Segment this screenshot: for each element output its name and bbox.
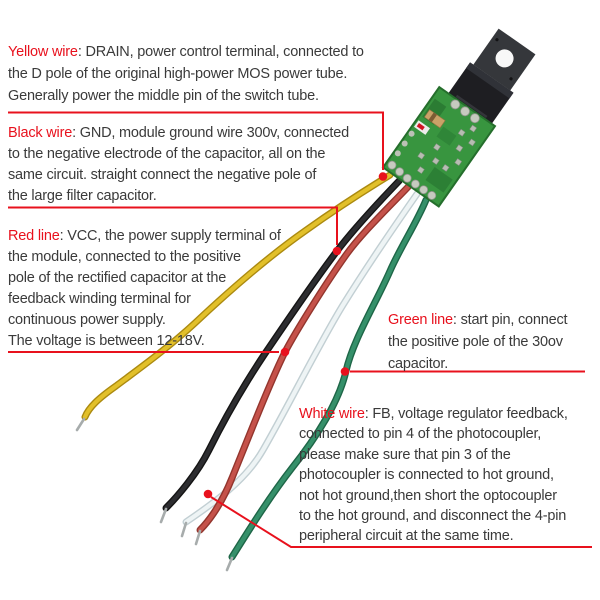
annotation-text-line: feedback winding terminal for xyxy=(8,291,191,307)
wire-solder-joint xyxy=(411,179,420,189)
pcb-trace-patch xyxy=(436,126,457,146)
annotation-text-line: the large filter capacitor. xyxy=(8,188,157,204)
wire-solder-joint xyxy=(402,173,412,183)
annotation-text-line: continuous power supply. xyxy=(8,312,166,328)
yellow-wire-core xyxy=(82,172,393,420)
annotation-text: : VCC, the power supply terminal of xyxy=(59,228,281,244)
annotation-white-wire: White wire: FB, voltage regulator feedba… xyxy=(299,404,568,547)
annotation-text-line: the D pole of the original high-power MO… xyxy=(8,66,348,82)
annotation-text-line: Yellow wire: DRAIN, power control termin… xyxy=(8,41,364,63)
annotation-label: Red line xyxy=(8,228,60,244)
annotation-text-line: Generally power the middle pin of the sw… xyxy=(8,88,319,104)
green-annotation-dot xyxy=(340,367,350,376)
tab-dimple xyxy=(509,77,513,81)
wire-solder-joint xyxy=(387,160,397,170)
solder-pad xyxy=(470,113,480,124)
pcb-board xyxy=(381,85,497,208)
power-module xyxy=(381,28,536,208)
annotation-text-line: Green line: start pin, connect xyxy=(388,309,568,331)
annotation-text-line: The voltage is between 12-18V. xyxy=(8,333,205,349)
annotation-label: Black wire xyxy=(8,125,73,141)
smd-resistor-band xyxy=(428,112,437,123)
wire-solder-joint xyxy=(427,191,437,200)
wire-solder-joint xyxy=(419,185,429,195)
annotation-text-line: photocoupler is connected to hot ground, xyxy=(299,467,554,484)
transistor-body-ridge xyxy=(466,62,514,99)
yellow-wire-bare-tip xyxy=(75,417,86,432)
black-annotation-dot xyxy=(332,246,342,256)
annotation-label: White wire xyxy=(299,406,365,422)
solder-pad xyxy=(401,140,408,147)
annotation-lines xyxy=(8,111,592,548)
annotation-text-line: the positive pole of the 30ov xyxy=(388,334,563,350)
white-wire-core xyxy=(183,191,420,525)
annotation-text-line: Black wire: GND, module ground wire 300v… xyxy=(8,123,349,144)
green-wire-bare-tip xyxy=(225,556,234,572)
annotation-text-line: please make sure that pin 3 of the xyxy=(299,446,511,463)
black-annotation-line xyxy=(8,206,338,245)
annotation-black-wire: Black wire: GND, module ground wire 300v… xyxy=(8,123,349,207)
solder-pad xyxy=(408,130,415,137)
smd-component-mark xyxy=(416,123,425,131)
white-annotation-line xyxy=(210,496,592,548)
pcb-trace-patch xyxy=(425,166,453,193)
white-annotation-dot xyxy=(203,489,213,499)
annotation-text-line: peripheral circuit at the same time. xyxy=(299,528,514,545)
black-wire-bare-tip xyxy=(159,507,168,524)
annotation-text-line: the module, connected to the positive xyxy=(8,249,241,265)
annotation-text-line: capacitor. xyxy=(388,356,449,372)
transistor-marking xyxy=(455,94,488,119)
solder-pad xyxy=(394,150,401,157)
wire-solder-joint xyxy=(395,167,405,177)
annotation-green-line: Green line: start pin, connect the posit… xyxy=(388,309,568,375)
black-wire-core xyxy=(163,178,402,511)
annotation-text-line: Red line: VCC, the power supply terminal… xyxy=(8,226,281,247)
annotation-text: : start pin, connect xyxy=(452,312,568,328)
annotation-text-line: to the negative electrode of the capacit… xyxy=(8,146,326,162)
transistor-mounting-hole xyxy=(495,49,514,68)
smd-pads xyxy=(417,124,477,174)
tab-dimple xyxy=(495,38,499,42)
annotation-text-line: same circuit. straight connect the negat… xyxy=(8,167,317,183)
annotation-text-line: to the hot ground, and disconnect the 4-… xyxy=(299,508,567,525)
annotation-text-line: connected to pin 4 of the photocoupler, xyxy=(299,426,542,443)
annotation-text: : DRAIN, power control terminal, connect… xyxy=(77,44,364,60)
annotation-label: Yellow wire xyxy=(8,44,78,60)
red-wire-bare-tip xyxy=(194,529,202,546)
smd-resistor xyxy=(424,109,446,129)
annotation-text-line: not hot ground,then short the optocouple… xyxy=(299,487,557,504)
yellow-annotation-dot xyxy=(378,172,388,181)
yellow-annotation-line xyxy=(8,111,384,170)
solder-pad xyxy=(450,99,461,110)
annotation-text: : FB, voltage regulator feedback, xyxy=(364,406,568,422)
annotation-yellow-wire: Yellow wire: DRAIN, power control termin… xyxy=(8,41,364,107)
annotation-red-line: Red line: VCC, the power supply terminal… xyxy=(8,226,281,352)
annotation-text-line: White wire: FB, voltage regulator feedba… xyxy=(299,404,568,424)
wires xyxy=(75,171,430,572)
annotation-text-line: pole of the rectified capacitor at the xyxy=(8,270,227,286)
solder-pad xyxy=(460,106,470,117)
annotation-text: : GND, module ground wire 300v, connecte… xyxy=(72,125,349,141)
annotation-label: Green line xyxy=(388,312,453,328)
white-wire-bare-tip xyxy=(180,521,188,538)
red-annotation-dot xyxy=(280,347,290,357)
